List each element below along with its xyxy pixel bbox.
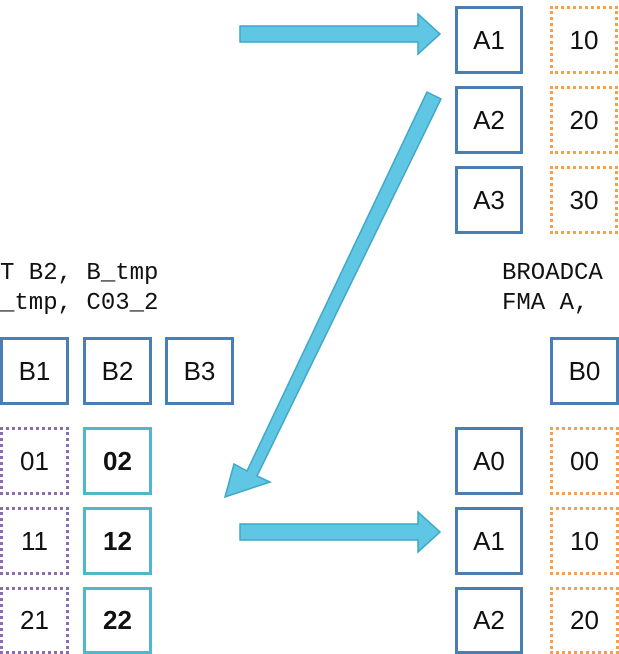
a-box-bottom-1: A0: [455, 427, 523, 495]
code-right-line-1: BROADCA: [502, 260, 603, 287]
code-right: BROADCA FMA A,: [502, 259, 603, 319]
a-box-top-1: A1: [455, 6, 523, 74]
value-box-bottom-1: 00: [550, 427, 619, 495]
a-box-top-3: A3: [455, 166, 523, 234]
grid-cell-c1-r2: 11: [0, 507, 69, 575]
a-box-bottom-2: A1: [455, 507, 523, 575]
b-header-1: B1: [0, 337, 69, 405]
grid-cell-c1-r1: 01: [0, 427, 69, 495]
value-box-top-2: 20: [550, 86, 618, 154]
arrow-right-bottom: [239, 510, 442, 554]
code-right-line-2: FMA A,: [502, 290, 589, 317]
code-left: T B2, B_tmp _tmp, C03_2: [0, 259, 158, 319]
b0-header: B0: [550, 337, 619, 405]
grid-cell-c1-r3: 21: [0, 587, 69, 654]
value-box-top-1: 10: [550, 6, 618, 74]
b-header-3: B3: [165, 337, 234, 405]
grid-cell-c2-r1: 02: [83, 427, 152, 495]
a-box-bottom-3: A2: [455, 587, 523, 654]
value-box-bottom-3: 20: [550, 587, 619, 654]
value-box-top-3: 30: [550, 166, 618, 234]
arrow-diagonal-down-left: [223, 90, 442, 499]
code-left-line-1: T B2, B_tmp: [0, 260, 159, 287]
grid-cell-c2-r3: 22: [83, 587, 152, 654]
value-box-bottom-2: 10: [550, 507, 619, 575]
arrow-right-top: [239, 12, 442, 56]
b-header-2: B2: [83, 337, 152, 405]
grid-cell-c2-r2: 12: [83, 507, 152, 575]
code-left-line-2: _tmp, C03_2: [0, 290, 159, 317]
a-box-top-2: A2: [455, 86, 523, 154]
